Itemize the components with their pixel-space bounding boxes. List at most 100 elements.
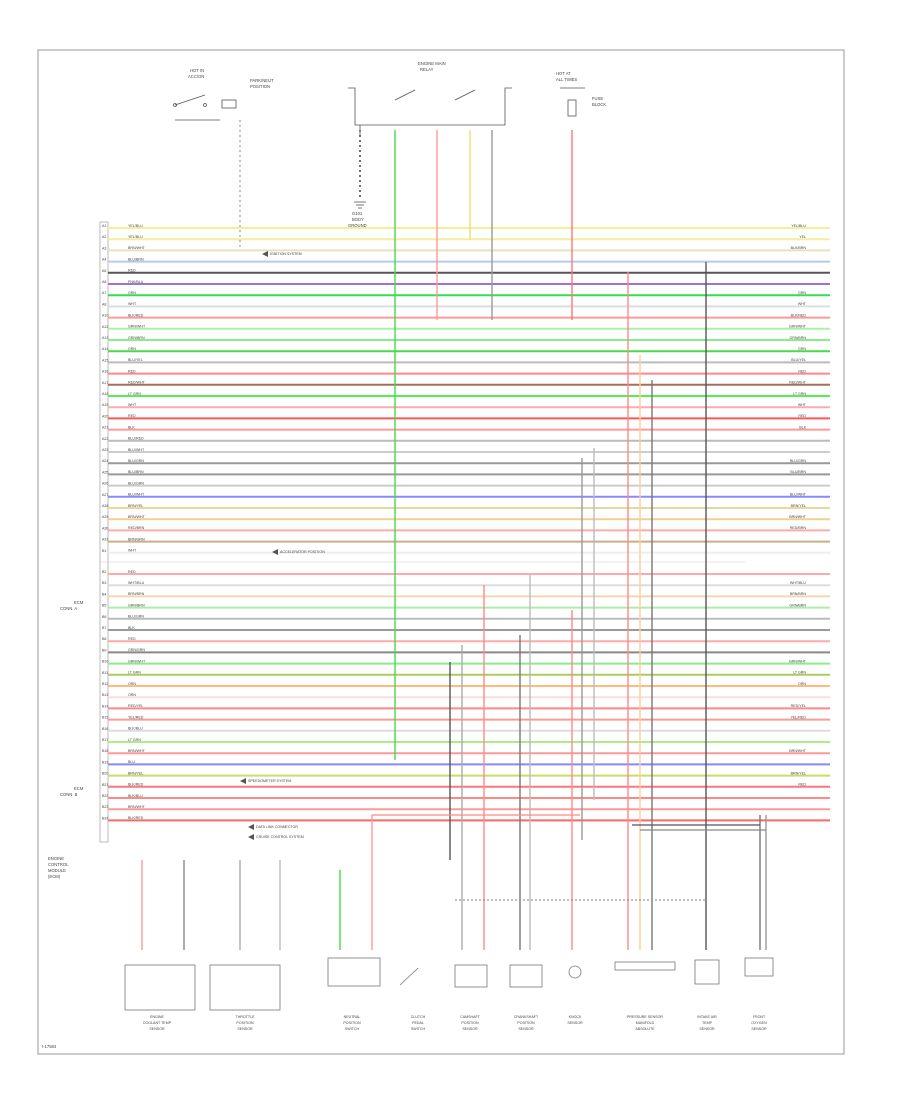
wire-color-label-left: BRN/GRN <box>128 537 145 541</box>
wire-pin-label: A29 <box>102 515 108 519</box>
wire-color-label-right: BRN/WHT <box>789 749 807 753</box>
wire-pin-label: B21 <box>102 783 108 787</box>
comp-5-label: CAMSHAFT <box>460 1015 481 1019</box>
comp-4-label: CLUTCH <box>411 1015 426 1019</box>
comp-8-box <box>614 961 676 971</box>
conn-a-label-1: ECM <box>74 600 84 605</box>
wire-color-label-left: GRN/WHT <box>128 659 146 663</box>
wire-color-label-left: ORN <box>128 682 136 686</box>
wire-color-label-left: BLU/GRN <box>128 459 144 463</box>
inline-arrows <box>240 251 278 840</box>
wire-color-label-left: GRN <box>128 291 136 295</box>
top-fuse-label-1: HOT AT <box>556 71 571 76</box>
wire-pin-label: A23 <box>102 448 108 452</box>
wire-color-label-right: BRN/WHT <box>789 515 807 519</box>
wire-color-label-right: BLU/YEL <box>791 358 806 362</box>
wire-color-label-left: ORN <box>128 693 136 697</box>
wire-pin-label: B20 <box>102 772 108 776</box>
comp-5-label: POSITION <box>461 1021 479 1025</box>
wire-pin-label: B14 <box>102 704 108 708</box>
wire-color-label-left: BLU/YEL <box>128 358 143 362</box>
wire-color-label-left: BRN/YEL <box>128 504 143 508</box>
ground-label-2: BODY <box>352 217 364 222</box>
wire-color-label-left: BLK/RED <box>128 816 144 820</box>
wire-pin-label: A31 <box>102 538 108 542</box>
wire-color-label-left: LT GRN <box>128 738 141 742</box>
wire-color-label-left: BLK <box>128 626 135 630</box>
wire-color-label-right: RED <box>798 783 806 787</box>
wire-color-label-left: PNK/BLU <box>128 280 144 284</box>
bottom-component-boxes <box>124 957 774 1011</box>
wire-color-label-right: BLU/BRN <box>790 470 806 474</box>
wire-color-label-right: BLU/GRN <box>790 459 806 463</box>
wire-color-label-left: WHT/BLU <box>128 581 145 585</box>
comp-1-label: ENGINE <box>150 1015 164 1019</box>
wire-color-label-left: RED <box>128 637 136 641</box>
comp-4-label: SWITCH <box>411 1027 426 1031</box>
comp-7-knock <box>568 965 582 979</box>
wire-pin-label: B23 <box>102 805 108 809</box>
wire-pin-label: B5 <box>102 604 106 608</box>
comp-9-label: INTAKE AIR <box>697 1015 717 1019</box>
ecm-connector-block <box>99 221 109 843</box>
diagram-code-label: I-17584 <box>42 1044 57 1049</box>
wire-pin-label: B16 <box>102 727 108 731</box>
ecm-label-1: ENGINE <box>48 856 64 861</box>
wire-color-label-left: BLU/RED <box>128 437 144 441</box>
wire-color-label-left: BLU/GRN <box>128 615 144 619</box>
wire-color-label-left: BRN/YEL <box>128 771 143 775</box>
conn-b-label-2: CONN. B <box>60 792 78 797</box>
top-left-switch <box>173 94 237 121</box>
wire-color-label-left: RED/WHT <box>128 381 146 385</box>
vertical-wires <box>141 120 767 950</box>
wire-color-label-right: ORN <box>798 682 806 686</box>
wire-color-label-left: BRN/WHT <box>128 805 146 809</box>
wire-color-label-right: GRN/WHT <box>789 325 807 329</box>
wire-color-label-left: BRN/WHT <box>128 515 146 519</box>
comp-8-label: MANIFOLD <box>636 1021 655 1025</box>
wire-pin-label: A30 <box>102 526 108 530</box>
diagram-frame <box>37 49 845 1055</box>
wire-pin-label: B3 <box>102 581 106 585</box>
wire-pin-label: B4 <box>102 592 106 596</box>
wire-pin-label: B8 <box>102 637 106 641</box>
wire-color-label-right: BRN/YEL <box>791 771 806 775</box>
comp-10-label: SENSOR <box>751 1027 767 1031</box>
wire-pin-label: A14 <box>102 347 108 351</box>
wire-pin-label: A28 <box>102 504 108 508</box>
wire-pin-label: B11 <box>102 671 108 675</box>
wire-color-label-right: BRN/BRN <box>790 592 807 596</box>
comp-9-label: SENSOR <box>699 1027 715 1031</box>
comp-3-label: POSITION <box>343 1021 361 1025</box>
wire-color-label-left: BLU/WHT <box>128 448 145 452</box>
comp-10-label: OXYGEN <box>751 1021 767 1025</box>
wire-pin-label: A19 <box>102 403 108 407</box>
comp-2-box <box>209 964 281 1011</box>
wire-color-label-left: LT GRN <box>128 671 141 675</box>
wire-pin-label: A18 <box>102 392 108 396</box>
wire-color-label-right: RED <box>798 369 806 373</box>
wire-pin-label: B12 <box>102 682 108 686</box>
top-left-switch-side-2: POSITION <box>250 84 270 89</box>
wire-color-label-left: YEL/RED <box>128 715 144 719</box>
ecm-label-4: (ECM) <box>48 874 61 879</box>
comp-4-label: PEDAL <box>412 1021 424 1025</box>
comp-2-label: SENSOR <box>237 1027 253 1031</box>
wire-pin-label: A6 <box>102 280 106 284</box>
wire-color-label-left: BLU/BRN <box>128 470 144 474</box>
wire-color-label-left: WHT <box>128 403 137 407</box>
wire-pin-label: A1 <box>102 224 106 228</box>
wire-pin-label: B7 <box>102 626 106 630</box>
wire-color-label-left: BRN/BRN <box>128 592 145 596</box>
wire-pin-label: A5 <box>102 269 106 273</box>
top-left-switch-label-2: ACC/ON <box>188 74 204 79</box>
wire-color-label-left: RED <box>128 570 136 574</box>
comp-8-label: PRESSURE SENSOR <box>627 1015 663 1019</box>
note-ignition: IGNITION SYSTEM <box>270 252 302 256</box>
wire-color-label-left: BLK/RED <box>128 783 144 787</box>
wire-pin-label: A8 <box>102 302 106 306</box>
wire-color-label-right: RED/YEL <box>791 704 806 708</box>
wire-color-label-left: BLK/BLU <box>128 727 143 731</box>
